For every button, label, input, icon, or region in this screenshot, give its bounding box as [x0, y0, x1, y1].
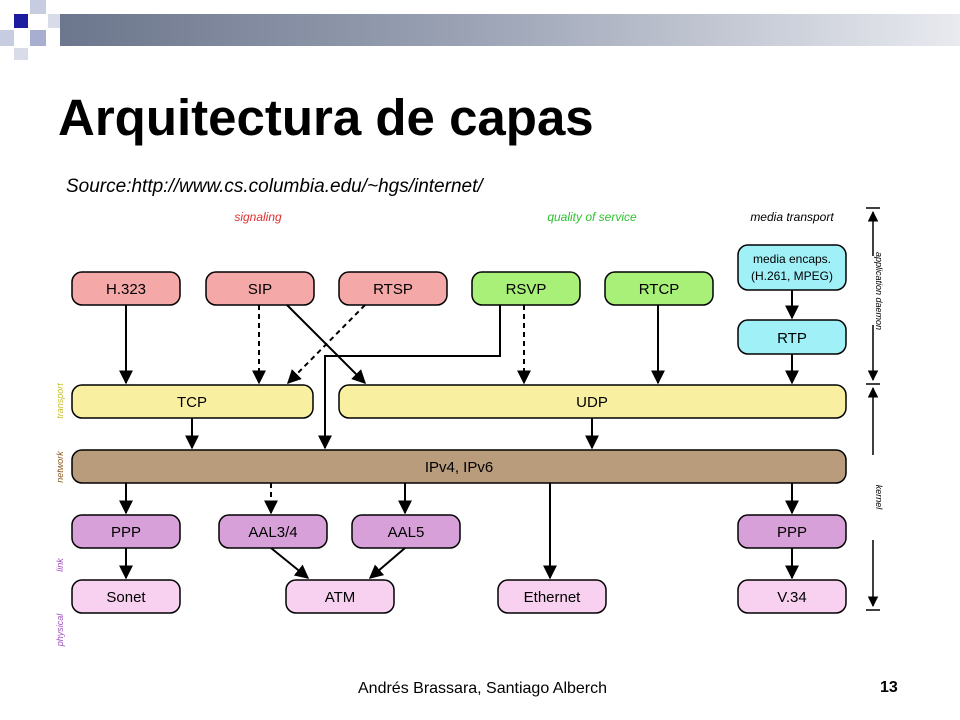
- deco-square-light: [48, 14, 60, 28]
- box-media-encaps: media encaps. (H.261, MPEG): [737, 244, 847, 291]
- box-rsvp: RSVP: [471, 271, 581, 306]
- arrow-aal5-atm: [368, 547, 406, 579]
- box-aal5: AAL5: [351, 514, 461, 549]
- slide-page-number: 13: [880, 679, 898, 696]
- box-rtsp-label: RTSP: [373, 281, 413, 298]
- deco-square-light: [30, 0, 46, 14]
- box-ppp-right: PPP: [737, 514, 847, 549]
- box-aal5-label: AAL5: [388, 524, 425, 541]
- box-v34: V.34: [737, 579, 847, 614]
- box-rtp-label: RTP: [777, 330, 807, 347]
- deco-square-mid: [30, 30, 46, 46]
- scope-label-application-daemon: application daemon: [874, 252, 884, 330]
- box-sip: SIP: [205, 271, 315, 306]
- box-ip-label: IPv4, IPv6: [425, 459, 493, 476]
- box-rtp: RTP: [737, 319, 847, 355]
- scope-label-kernel: kernel: [874, 485, 884, 511]
- box-h323: H.323: [71, 271, 181, 306]
- box-v34-label: V.34: [777, 589, 806, 606]
- deco-square-dark: [14, 14, 28, 28]
- side-label-network: network: [55, 451, 65, 483]
- box-rtsp: RTSP: [338, 271, 448, 306]
- box-ethernet-label: Ethernet: [524, 589, 582, 606]
- deco-square-light: [0, 30, 14, 46]
- box-ppp-left: PPP: [71, 514, 181, 549]
- box-ethernet: Ethernet: [497, 579, 607, 614]
- box-media-encaps-label-1: media encaps.: [753, 252, 831, 266]
- side-label-physical: physical: [55, 613, 65, 648]
- deco-square-light: [14, 48, 28, 60]
- scope-bracket: [866, 207, 880, 611]
- slide-footer-authors: Andrés Brassara, Santiago Alberch: [358, 680, 608, 697]
- side-label-link: link: [55, 558, 65, 572]
- arrow-rtsp-tcp: [287, 304, 366, 384]
- box-atm: ATM: [285, 579, 395, 614]
- box-h323-label: H.323: [106, 281, 146, 298]
- box-sonet-label: Sonet: [106, 589, 146, 606]
- box-ip: IPv4, IPv6: [71, 449, 847, 484]
- box-ppp-left-label: PPP: [111, 524, 141, 541]
- arrow-rsvp-ip: [318, 305, 501, 450]
- group-label-signaling: signaling: [234, 210, 282, 224]
- header-bar: [60, 14, 960, 46]
- group-label-media-transport: media transport: [750, 210, 834, 224]
- slide-title: Arquitectura de capas: [58, 89, 594, 146]
- arrow-aal34-atm: [270, 547, 310, 579]
- box-rtcp: RTCP: [604, 271, 714, 306]
- box-aal34-label: AAL3/4: [248, 524, 297, 541]
- box-aal34: AAL3/4: [218, 514, 328, 549]
- box-media-encaps-label-2: (H.261, MPEG): [751, 269, 833, 283]
- box-ppp-right-label: PPP: [777, 524, 807, 541]
- connectors: [119, 290, 799, 580]
- box-tcp-label: TCP: [177, 394, 207, 411]
- side-label-transport: transport: [55, 383, 65, 419]
- box-udp: UDP: [338, 384, 847, 419]
- group-label-quality-of-service: quality of service: [547, 210, 637, 224]
- box-atm-label: ATM: [325, 589, 356, 606]
- source-citation: Source:http://www.cs.columbia.edu/~hgs/i…: [66, 176, 483, 197]
- box-sonet: Sonet: [71, 579, 181, 614]
- box-rtcp-label: RTCP: [639, 281, 680, 298]
- box-udp-label: UDP: [576, 394, 608, 411]
- box-sip-label: SIP: [248, 281, 272, 298]
- box-tcp: TCP: [71, 384, 314, 419]
- box-rsvp-label: RSVP: [506, 281, 547, 298]
